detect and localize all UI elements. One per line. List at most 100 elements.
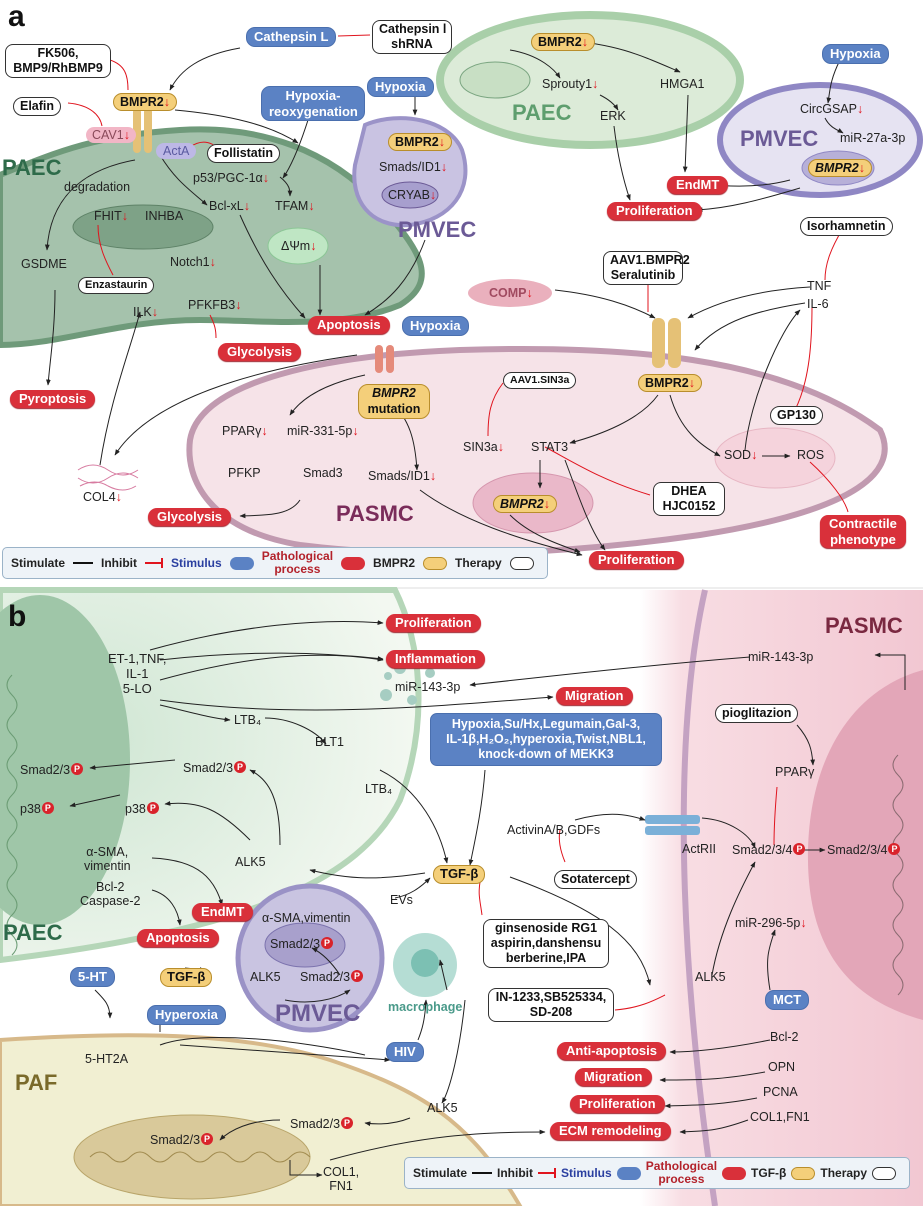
bmpr2-paec-a: BMPR2↓ (113, 93, 178, 112)
sprouty1-node: Sprouty1↓ (542, 77, 598, 91)
pparg-node: PPARγ (775, 765, 815, 779)
process-pyroptosis: Pyroptosis (10, 390, 96, 408)
vimentin-text: vimentin (84, 859, 131, 874)
process-ecm-remodeling: ECM remodeling (550, 1122, 671, 1140)
ppar-gamma-node: PPARγ↓ (222, 424, 268, 438)
col4-fibers (77, 464, 139, 491)
acta-node: ActA (156, 143, 197, 160)
process-anti-apoptosis: Anti-apoptosis (557, 1042, 666, 1060)
ilk-text: ILK (133, 305, 152, 319)
therapy-aav1-sin3a: AAV1.SIN3a (503, 372, 577, 389)
down-arrow-icon: ↓ (163, 95, 171, 109)
fk506-text: FK506, (37, 46, 79, 60)
process-swatch (341, 556, 366, 570)
pmvec-nucleus-b (264, 922, 346, 968)
il1-text: IL-1 (126, 665, 149, 681)
down-arrow-icon: ↓ (497, 440, 504, 454)
sod-node: SOD↓ (724, 448, 757, 462)
hmga1-node: HMGA1 (660, 77, 705, 91)
pfkfb3-text: PFKFB3 (188, 298, 236, 312)
pathological-2: process (274, 562, 321, 576)
tgfb-center: TGF-β (433, 865, 486, 884)
bmpr2-pmvec-a: BMPR2↓ (388, 133, 453, 152)
col4-text: COL4 (83, 490, 116, 504)
stimulus-hypoxia-comp: Hypoxia (402, 316, 469, 336)
bmp9-text: BMP9/RhBMP9 (13, 61, 103, 75)
p38-text: p38 (125, 802, 146, 816)
bcl2-text: Bcl-2 (95, 880, 125, 894)
contractile-text-2: phenotype (830, 531, 896, 547)
ginsenoside-text-2: aspirin,danshensu (490, 936, 602, 950)
dna-helix-pasmc (892, 754, 904, 996)
hr-text-2: reoxygenation (269, 103, 358, 119)
phospho-icon: P (234, 761, 247, 773)
aav1-bmpr2-text: AAV1.BMPR2 (610, 253, 690, 267)
cathepsin-shrna-text-1: Cathepsin l (379, 22, 447, 36)
smads-id1-text: Smads/ID1 (368, 469, 430, 483)
process-migration-b: Migration (575, 1068, 652, 1086)
smad3-node: Smad3 (303, 466, 343, 480)
down-arrow-icon: ↓ (352, 424, 359, 438)
activin-gdfs: ActivinA/B,GDFs (507, 823, 601, 837)
pasmc-label-b: PASMC (825, 613, 903, 638)
down-arrow-icon: ↓ (526, 286, 533, 300)
process-inflammation: Inflammation (386, 650, 485, 668)
stimulate-arrow-icon (73, 562, 94, 564)
caspase2-text: Caspase-2 (80, 894, 141, 909)
phospho-icon: P (41, 802, 54, 814)
membrane-potential-node: ΔΨm↓ (281, 239, 316, 253)
pmvec-label-a: PMVEC (398, 217, 477, 242)
process-endmt-b: EndMT (192, 903, 254, 921)
cryab-node: CRYAB↓ (388, 188, 436, 202)
col4-node: COL4↓ (83, 490, 122, 504)
fhit-text: FHIT (94, 209, 122, 223)
stimulus-swatch (229, 556, 254, 570)
stimulus-5ht: 5-HT (70, 967, 115, 987)
notch1-node: Notch1↓ (170, 255, 216, 269)
erk-node: ERK (600, 109, 626, 123)
bmpr2-text: BMPR2 (395, 135, 439, 149)
macrophage-nucleus (411, 949, 439, 977)
cav1-node: CAV1↓ (86, 127, 136, 144)
cryab-text: CRYAB (388, 188, 430, 202)
smad23-text: Smad2/3 (290, 1117, 341, 1131)
pmvec-label-top: PMVEC (740, 126, 819, 151)
process-swatch (722, 1166, 747, 1180)
down-arrow-icon: ↓ (440, 160, 448, 174)
down-arrow-icon: ↓ (151, 305, 159, 319)
actrii-receptor (645, 815, 700, 824)
therapy-fk506-bmp9: FK506,BMP9/RhBMP9 (5, 44, 111, 78)
mutant-receptor (375, 345, 383, 373)
evs-node: EVs (390, 893, 413, 907)
process-apoptosis-b: Apoptosis (137, 929, 219, 947)
pasmc-membrane-b (680, 589, 718, 1206)
dhea-text: DHEA (671, 484, 707, 498)
asma-vimentin-pmvec: α-SMA,vimentin (262, 911, 351, 925)
mutant-receptor-2 (386, 345, 394, 373)
smad23-text: Smad2/3 (270, 937, 321, 951)
down-arrow-icon: ↓ (800, 916, 807, 930)
therapy-gp130: GP130 (770, 406, 823, 425)
ginsenoside-text-1: ginsenoside RG1 (494, 921, 598, 935)
legend-stimulate: Stimulate (413, 1166, 468, 1180)
ilk-node: ILK↓ (133, 305, 158, 319)
process-proliferation-b-bottom: Proliferation (570, 1095, 665, 1113)
down-arrow-icon: ↓ (115, 490, 122, 504)
down-arrow-icon: ↓ (438, 135, 446, 149)
stimuli-text-3: knock-down of MEKK3 (478, 747, 614, 761)
process-proliferation-b: Proliferation (386, 614, 481, 632)
bmpr2-paec-top: BMPR2↓ (531, 33, 596, 52)
actrii-label: ActRII (682, 842, 717, 856)
bmpr2-receptor-left-2 (144, 108, 152, 153)
mitochondrion-a (267, 227, 329, 265)
dna-helix-paf (89, 1151, 311, 1163)
